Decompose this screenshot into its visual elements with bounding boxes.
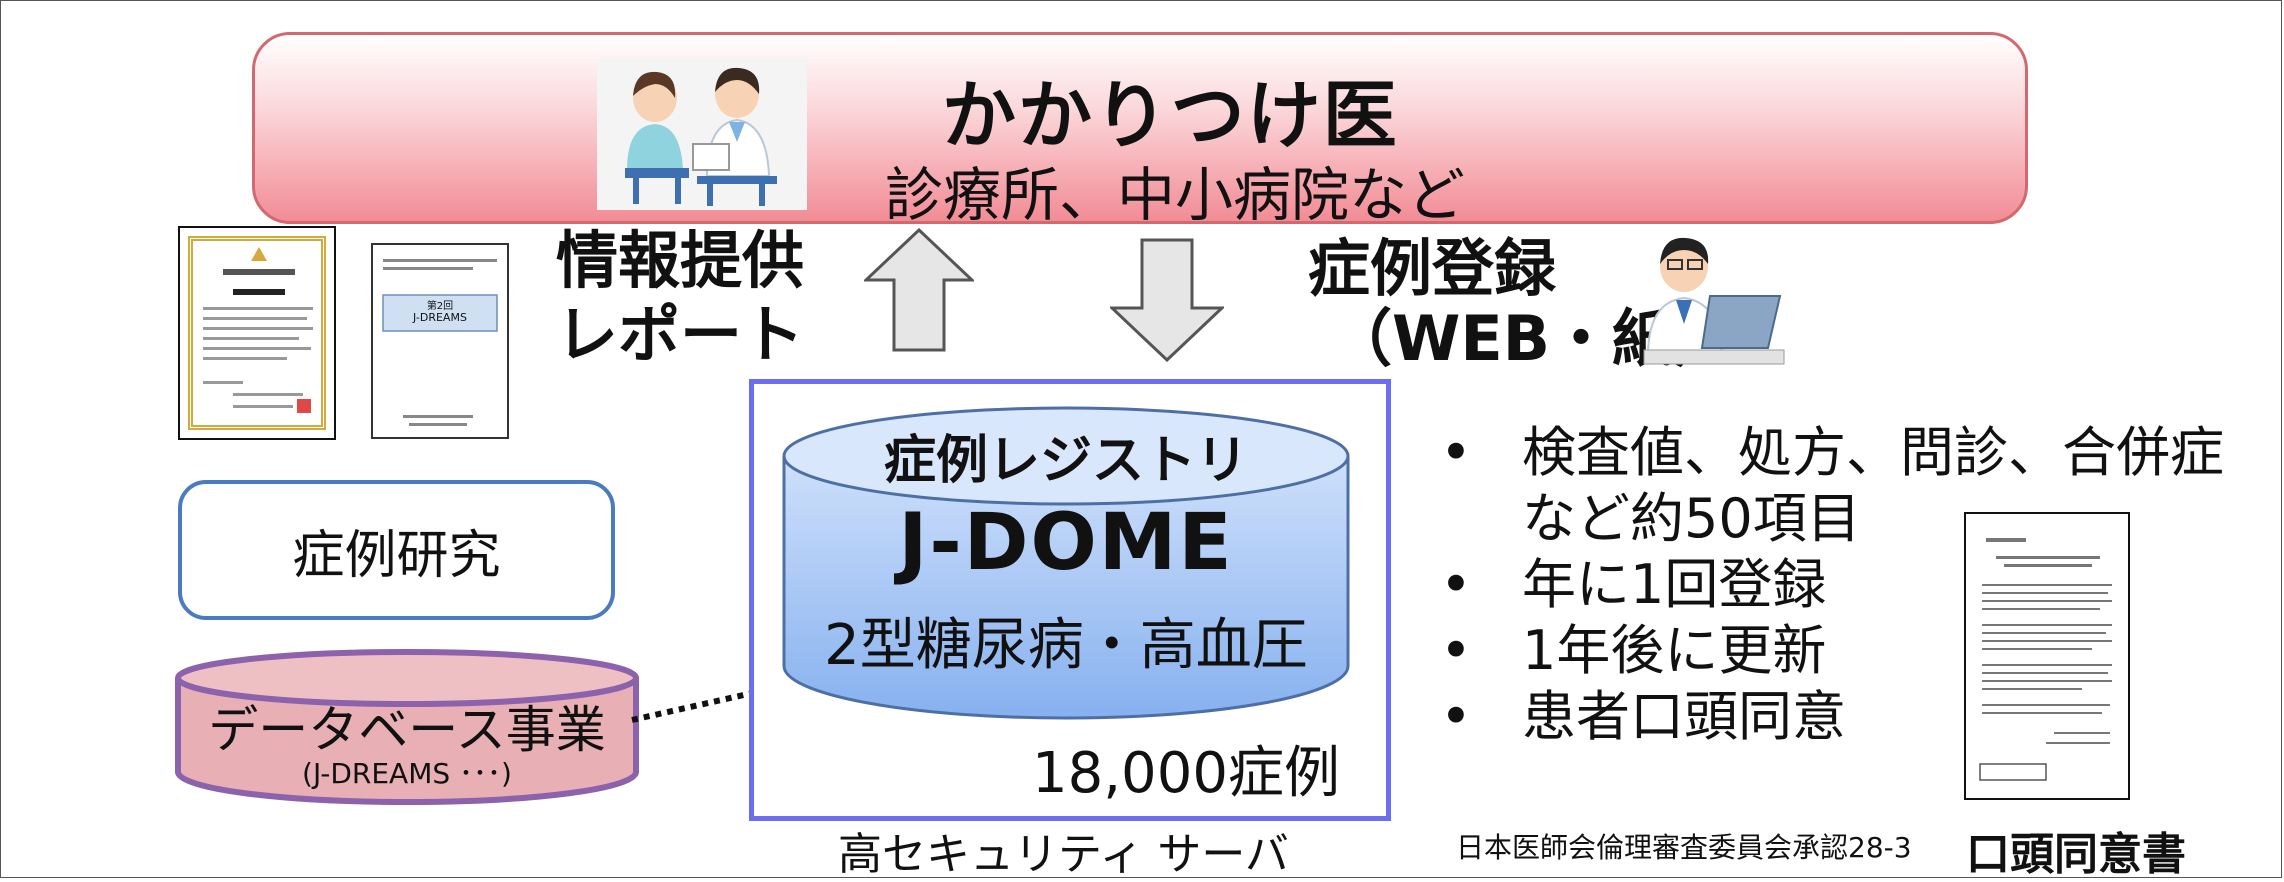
report-code: J-DREAMS <box>413 311 467 324</box>
registry-conditions: 2型糖尿病・高血圧 <box>824 613 1308 678</box>
list-item-text: 患者口頭同意 <box>1522 685 1846 748</box>
gp-banner <box>252 32 2028 224</box>
database-cylinder <box>175 649 639 805</box>
server-label: 高セキュリティ サーバ <box>838 829 1289 880</box>
case-registration-label: 症例登録 <box>1308 232 1557 305</box>
list-item: •年に1回登録 <box>1440 553 1827 616</box>
dotted-connector <box>631 683 785 723</box>
registry-features-list: •検査値、処方、問診、合併症 など約50項目 •年に1回登録 •1年後に更新 •… <box>1440 420 2224 750</box>
doctor-patient-illustration <box>597 58 807 210</box>
list-item: •1年後に更新 <box>1440 619 1827 682</box>
list-item: •患者口頭同意 <box>1440 685 1846 748</box>
registry-top-label: 症例レジストリ <box>883 431 1248 491</box>
list-item: •検査値、処方、問診、合併症 など約50項目 <box>1440 421 2224 550</box>
report-heading: 第2回 <box>426 301 454 312</box>
doctor-laptop-illustration <box>1640 232 1786 372</box>
certificate-document-icon <box>178 226 336 440</box>
database-label: データベース事業 <box>208 701 606 759</box>
info-label-line2: レポート <box>556 298 805 372</box>
list-item-text: 年に1回登録 <box>1522 553 1827 616</box>
up-arrow-icon <box>864 228 974 352</box>
case-count: 18,000症例 <box>1032 741 1340 806</box>
info-report-label: 情報提供 レポート <box>556 224 804 373</box>
report-document-icon: 第2回 J-DREAMS <box>371 243 509 439</box>
gp-subtitle: 診療所、中小病院など <box>885 161 1466 229</box>
info-label-line1: 情報提供 <box>556 224 805 297</box>
consent-doc-label: 口頭同意書 <box>1966 829 2186 880</box>
database-sublabel: (J-DREAMS ･･･) <box>302 757 512 790</box>
gp-title: かかりつけ医 <box>942 73 1399 159</box>
list-item-text: 1年後に更新 <box>1522 619 1827 682</box>
registry-name: J-DOME <box>898 498 1234 588</box>
consent-document-icon <box>1964 512 2130 800</box>
down-arrow-icon <box>1110 238 1224 362</box>
case-study-box: 症例研究 <box>178 480 615 620</box>
ethics-approval-note: 日本医師会倫理審査委員会承認28-3 <box>1456 831 1912 864</box>
list-item-text: 検査値、処方、問診、合併症 など約50項目 <box>1522 421 2224 550</box>
registry-cylinder <box>782 406 1350 720</box>
